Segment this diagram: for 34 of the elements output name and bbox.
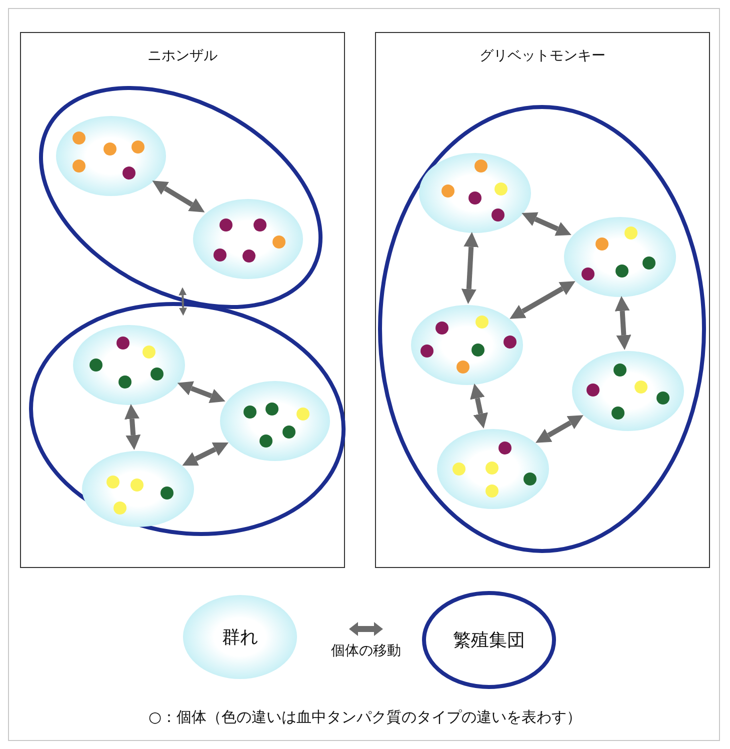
double-arrow (470, 384, 488, 428)
breeding-group-ellipse (380, 107, 704, 551)
panel-heading: グリベットモンキー (478, 47, 606, 65)
double-arrow (510, 281, 576, 319)
double-arrow (182, 442, 229, 466)
troop-ellipse (193, 198, 303, 279)
double-arrow (152, 180, 205, 212)
breeding-group-ellipse (30, 304, 344, 534)
double-arrow (177, 381, 226, 403)
double-arrow (614, 296, 632, 350)
breeding-group-ellipse (41, 88, 321, 308)
panel-heading: ニホンザル (146, 47, 218, 65)
troop-ellipse (411, 305, 523, 385)
note: ○：個体（色の違いは血中タンパク質のタイプの違いを表わす） (147, 708, 583, 727)
troop-ellipse (437, 429, 549, 509)
troop-ellipse (572, 351, 684, 431)
troop-ellipse (72, 324, 185, 405)
troop-ellipse (56, 116, 166, 196)
troop-ellipse (220, 380, 330, 461)
legend-label: 個体の移動 (330, 642, 402, 660)
double-arrow (461, 232, 479, 304)
double-arrow (536, 415, 584, 443)
double-arrow (124, 404, 141, 450)
troop-ellipse (183, 595, 297, 679)
species-panel (20, 32, 345, 568)
species-panel (375, 32, 710, 568)
legend-shape-label: 群れ (221, 626, 259, 649)
double-arrow (522, 212, 572, 236)
breeding-group-ellipse (424, 593, 554, 687)
double-arrow (178, 287, 187, 316)
troop-ellipse (82, 450, 194, 527)
troop-ellipse (419, 153, 531, 233)
legend-shape-label: 繁殖集団 (452, 629, 526, 652)
troop-ellipse (564, 217, 676, 297)
